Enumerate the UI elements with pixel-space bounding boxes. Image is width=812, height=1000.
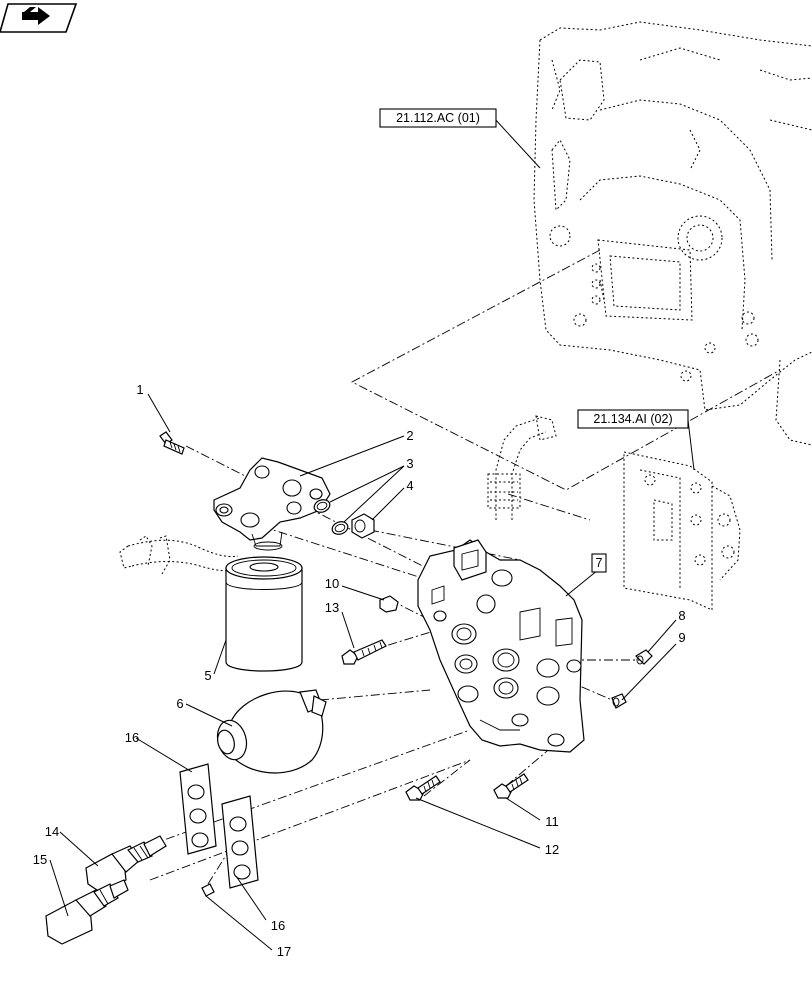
part-12-screw[interactable] <box>405 775 441 801</box>
callout-3: 3 <box>406 456 413 471</box>
callout-16-a: 16 <box>125 730 139 745</box>
ref-label-21-112: 21.112.AC (01) <box>396 111 480 125</box>
part-5-filter-cartridge[interactable] <box>225 556 303 672</box>
callout-8: 8 <box>678 608 685 623</box>
ref-box-21-112[interactable]: 21.112.AC (01) <box>379 108 497 128</box>
part-15-solenoid[interactable] <box>45 879 129 945</box>
part-4-plug[interactable] <box>351 513 375 539</box>
next-page-nav-button[interactable] <box>0 3 78 33</box>
callout-1: 1 <box>136 382 143 397</box>
part-16-gasket-b[interactable] <box>221 795 259 889</box>
part-8-plug[interactable] <box>635 649 653 665</box>
part-6-accumulator[interactable] <box>213 689 327 774</box>
callout-2: 2 <box>406 428 413 443</box>
leader-lines <box>49 117 695 951</box>
callout-14: 14 <box>45 824 59 839</box>
part-14-solenoid[interactable] <box>85 835 167 893</box>
callout-16-b: 16 <box>271 918 285 933</box>
cover-plate-ghost <box>623 451 741 611</box>
callout-5: 5 <box>204 668 211 683</box>
ref-label-7: 7 <box>596 556 603 570</box>
callout-4: 4 <box>406 478 413 493</box>
part-2-filter-head[interactable] <box>213 457 331 551</box>
callout-12: 12 <box>545 842 559 857</box>
part-10-plug[interactable] <box>379 595 399 613</box>
ref-box-7[interactable]: 7 <box>591 553 607 573</box>
callout-17: 17 <box>277 944 291 959</box>
hose-ghost <box>119 535 239 575</box>
callout-9: 9 <box>678 630 685 645</box>
callout-6: 6 <box>176 696 183 711</box>
part-13-bolt[interactable] <box>341 639 387 665</box>
part-16-gasket-a[interactable] <box>179 763 217 855</box>
part-3-o-rings[interactable] <box>312 498 349 537</box>
next-page-arrow-icon <box>22 7 50 25</box>
callout-15: 15 <box>33 852 47 867</box>
callout-10: 10 <box>325 576 339 591</box>
ref-box-21-134[interactable]: 21.134.AI (02) <box>577 409 689 429</box>
callout-labels: 1 2 3 4 5 6 8 9 10 13 11 12 16 16 14 15 … <box>33 382 686 959</box>
pipe-fitting-ghost <box>487 415 557 520</box>
transmission-housing-ghost <box>533 21 812 446</box>
part-17-screw[interactable] <box>201 883 215 897</box>
ref-label-21-134: 21.134.AI (02) <box>593 412 672 426</box>
part-1-bolt[interactable] <box>159 431 185 455</box>
part-11-screw[interactable] <box>493 773 529 799</box>
callout-11: 11 <box>545 814 559 829</box>
part-9-plug[interactable] <box>611 693 627 709</box>
callout-13: 13 <box>325 600 339 615</box>
part-7-valve-block[interactable] <box>417 539 585 753</box>
alignment-lines <box>149 249 781 885</box>
